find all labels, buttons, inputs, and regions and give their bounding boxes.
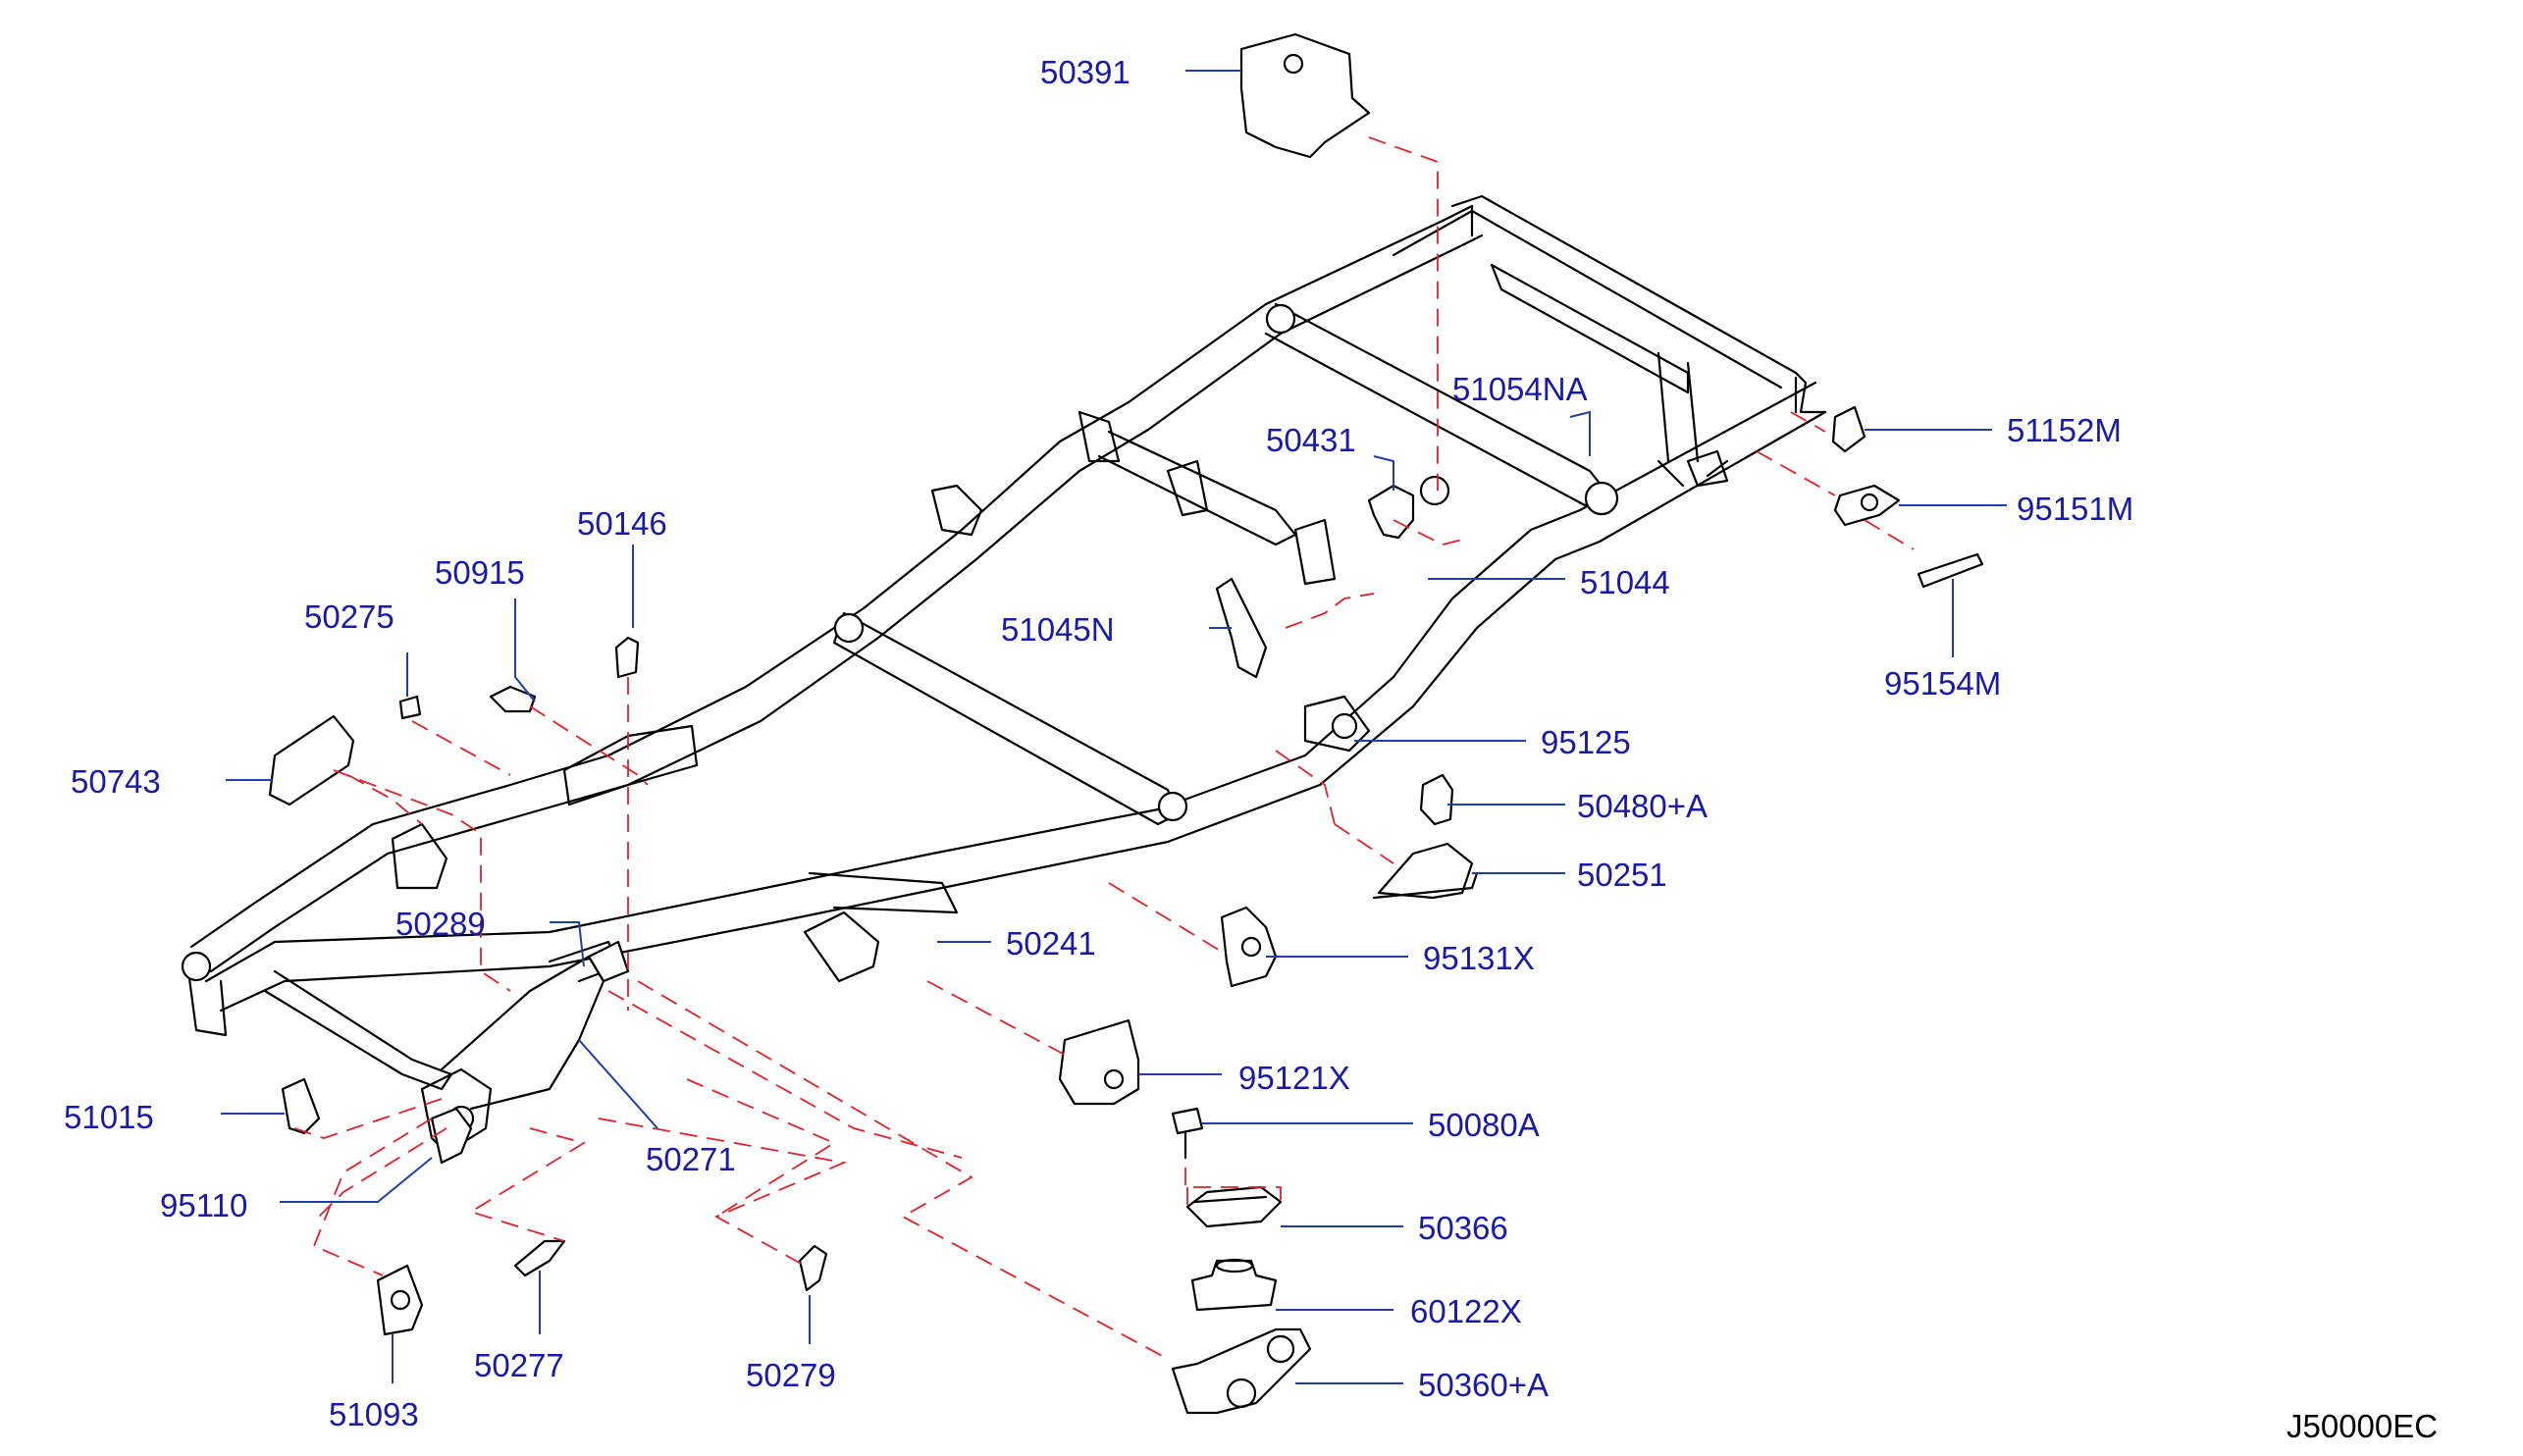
part-50743-shape bbox=[268, 714, 355, 806]
label-50360A: 50360+A bbox=[1418, 1367, 1549, 1403]
part-50360A-shape bbox=[1171, 1327, 1312, 1415]
label-50275: 50275 bbox=[304, 598, 394, 635]
label-95121X: 95121X bbox=[1238, 1060, 1350, 1096]
label-95154M: 95154M bbox=[1884, 665, 2001, 702]
part-51152M-shape bbox=[1831, 405, 1866, 453]
part-95121X-shape bbox=[1058, 1018, 1140, 1106]
label-50289: 50289 bbox=[395, 906, 486, 942]
part-50277-shape bbox=[513, 1239, 566, 1277]
label-95110: 95110 bbox=[160, 1187, 247, 1223]
label-60122X: 60122X bbox=[1410, 1293, 1522, 1329]
part-50289-shape bbox=[587, 940, 630, 983]
part-51093-shape bbox=[376, 1264, 424, 1336]
part-51045N-shape bbox=[1215, 577, 1268, 679]
label-50391: 50391 bbox=[1040, 54, 1130, 90]
leader-lines bbox=[221, 70, 2007, 1384]
part-95151M-shape bbox=[1833, 484, 1901, 527]
label-50915: 50915 bbox=[435, 554, 525, 591]
part-labels: 50391 51054NA 51152M 95151M 95154M 50431… bbox=[64, 54, 2438, 1444]
label-95131X: 95131X bbox=[1423, 940, 1535, 976]
part-50275-shape bbox=[398, 695, 422, 720]
vehicle-frame bbox=[181, 194, 1827, 1155]
label-50271: 50271 bbox=[646, 1141, 736, 1177]
label-50251: 50251 bbox=[1577, 857, 1667, 893]
label-95125: 95125 bbox=[1541, 724, 1631, 760]
part-51015-shape bbox=[281, 1077, 321, 1135]
label-51044: 51044 bbox=[1580, 564, 1670, 600]
diagram-code: J50000EC bbox=[2286, 1408, 2438, 1444]
label-51015: 51015 bbox=[64, 1099, 154, 1135]
part-50480A-shape bbox=[1419, 773, 1454, 826]
part-drawings bbox=[268, 32, 1984, 1415]
label-50277: 50277 bbox=[474, 1347, 564, 1383]
part-50080A-shape bbox=[1171, 1107, 1204, 1135]
part-50251-shape bbox=[1377, 842, 1474, 900]
label-50431: 50431 bbox=[1266, 422, 1356, 458]
part-50366-shape bbox=[1185, 1185, 1283, 1228]
label-50366: 50366 bbox=[1418, 1210, 1508, 1246]
label-51093: 51093 bbox=[329, 1396, 419, 1432]
part-95110-shape bbox=[430, 1107, 473, 1165]
part-50146-shape bbox=[614, 636, 640, 679]
label-51045N: 51045N bbox=[1001, 611, 1115, 648]
part-50391-shape bbox=[1239, 32, 1371, 159]
label-50146: 50146 bbox=[577, 505, 667, 542]
part-95154M-shape bbox=[1917, 552, 1984, 589]
part-95131X-shape bbox=[1220, 906, 1278, 988]
label-51152M: 51152M bbox=[2007, 412, 2122, 448]
part-50431-shape bbox=[1367, 484, 1415, 540]
part-50279-shape bbox=[798, 1244, 828, 1292]
label-95151M: 95151M bbox=[2017, 491, 2133, 527]
label-50743: 50743 bbox=[71, 763, 161, 800]
label-50480A: 50480+A bbox=[1577, 788, 1708, 824]
label-50241: 50241 bbox=[1006, 925, 1096, 962]
label-50279: 50279 bbox=[746, 1357, 836, 1393]
assembly-dash-lines bbox=[293, 136, 1915, 1360]
part-50915-shape bbox=[489, 685, 537, 713]
label-50080A: 50080A bbox=[1428, 1107, 1540, 1143]
label-51054NA: 51054NA bbox=[1452, 371, 1588, 407]
part-60122X-shape bbox=[1190, 1259, 1278, 1312]
